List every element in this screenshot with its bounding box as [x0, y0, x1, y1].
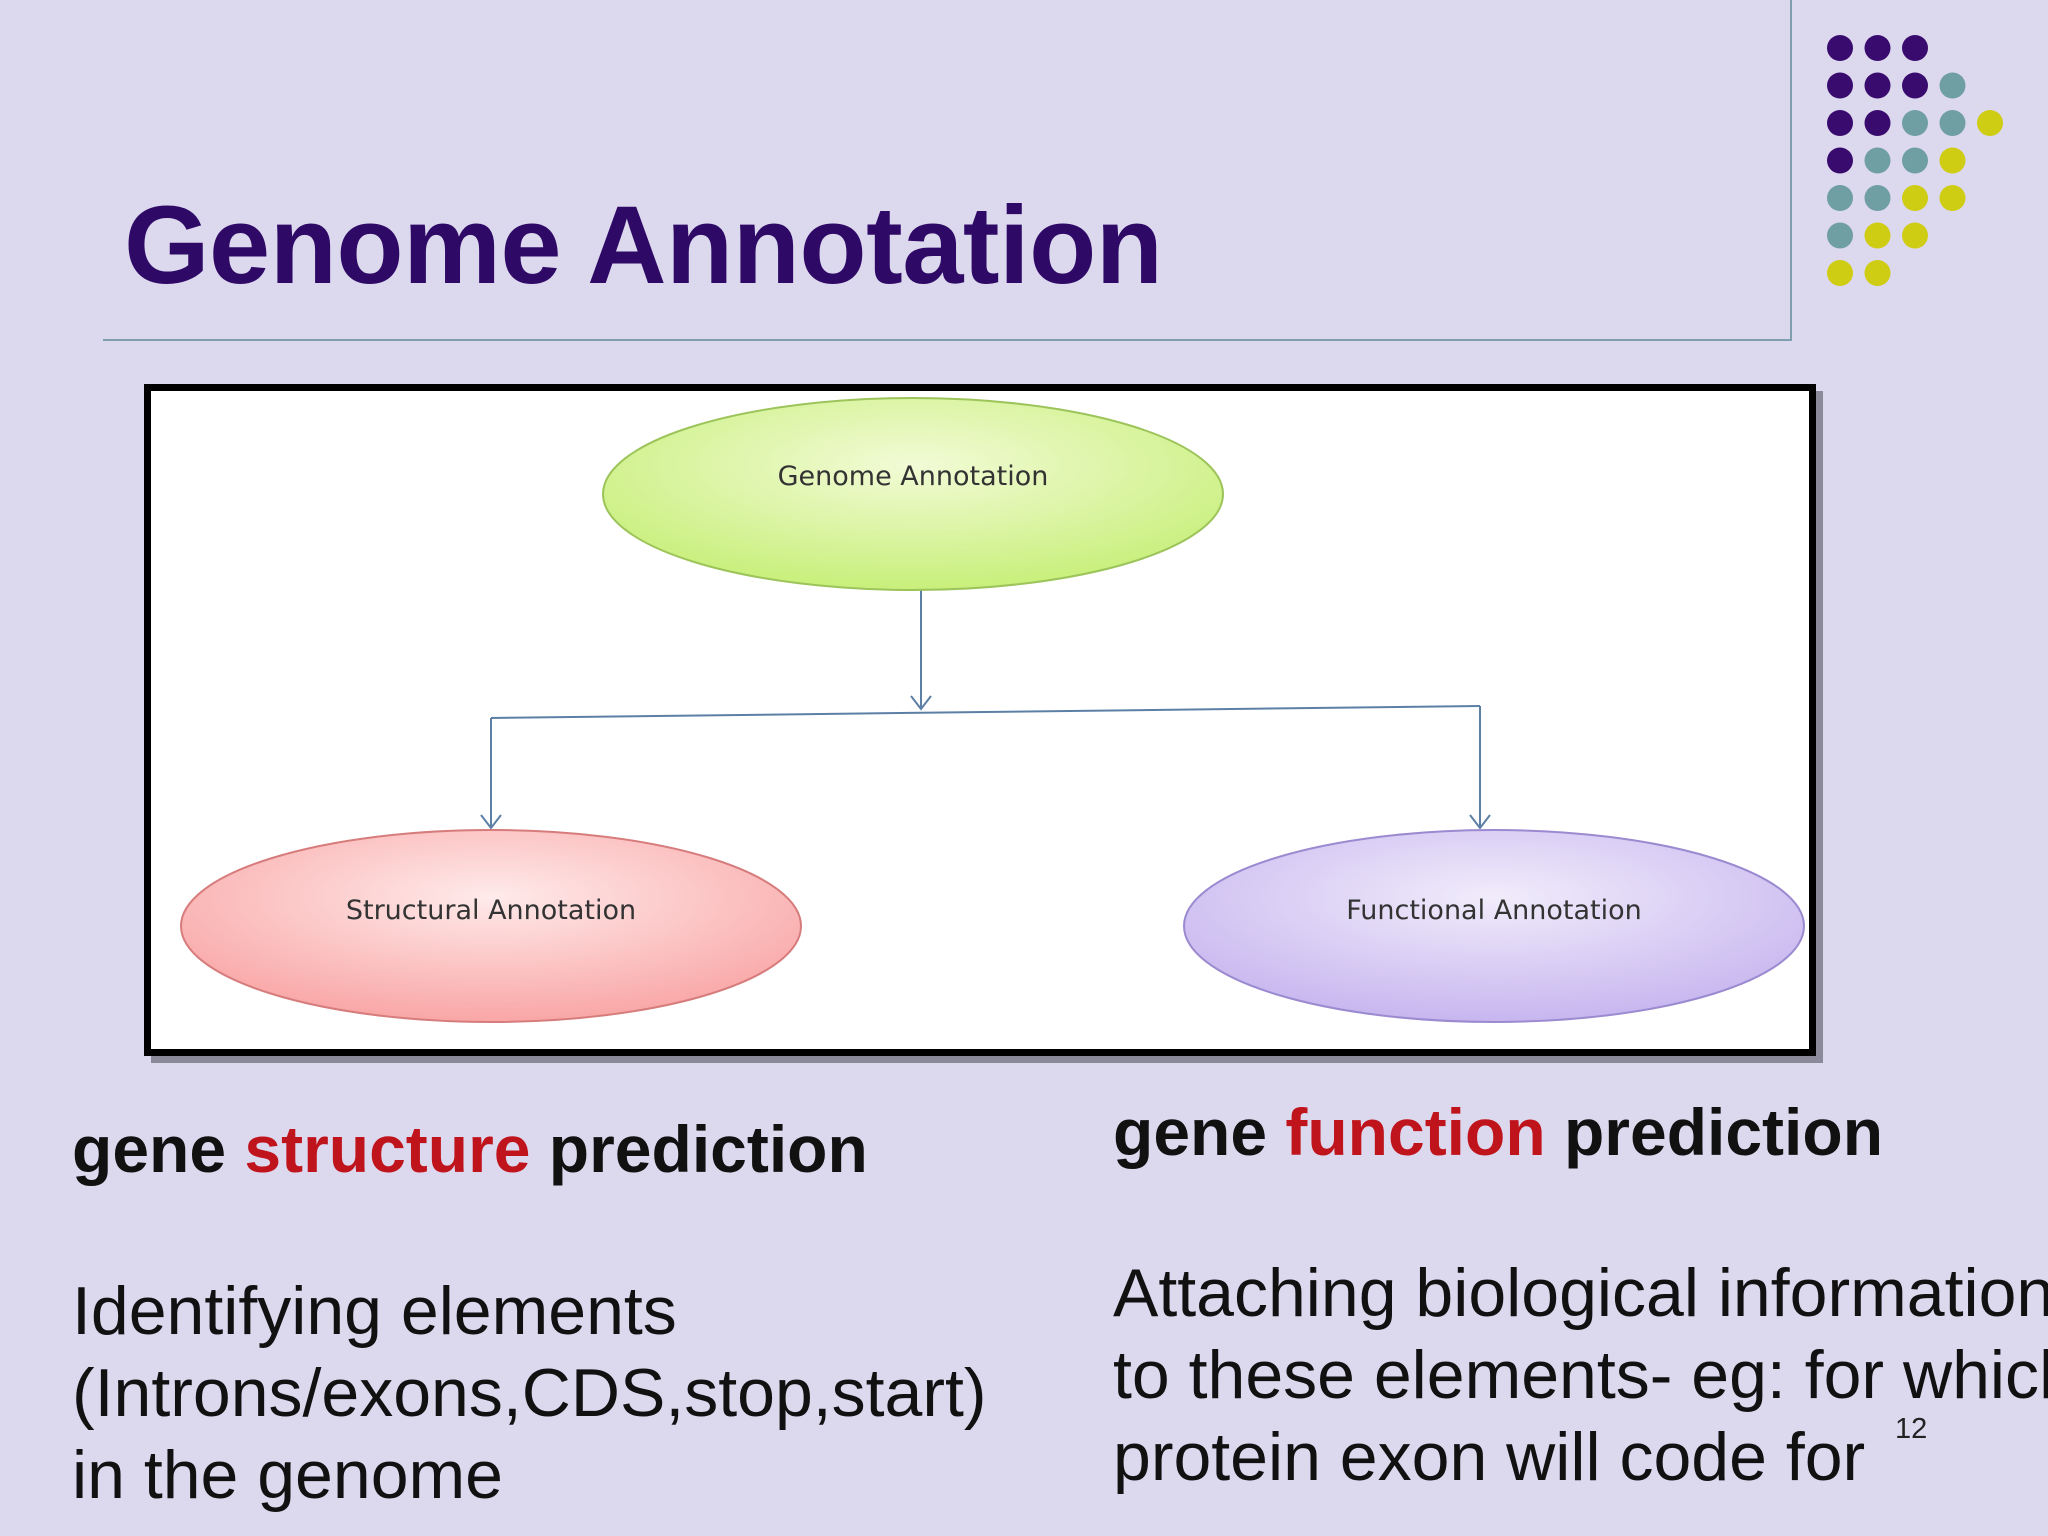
right-body-line: Attaching biological information [1113, 1255, 2048, 1331]
connector-lines [480, 586, 1491, 830]
left-body: Identifying elements (Introns/exons,CDS,… [72, 1270, 987, 1516]
decorative-dot [1864, 110, 1891, 136]
decorative-dot [1902, 147, 1928, 174]
decorative-dot [1902, 72, 1928, 99]
left-body-line: in the genome [72, 1437, 503, 1513]
node-functional-annotation: Functional Annotation [1183, 829, 1805, 1023]
decorative-dot [1939, 147, 1966, 174]
left-body-line: (Introns/exons,CDS,stop,start) [72, 1355, 987, 1431]
decorative-dot [1827, 110, 1853, 136]
right-body: Attaching biological information to thes… [1113, 1252, 2048, 1498]
decorative-dot [1827, 222, 1853, 249]
decorative-dot [1902, 222, 1928, 249]
right-heading-accent: function [1285, 1095, 1546, 1169]
decorative-dot [1977, 110, 2003, 136]
left-heading-accent: structure [244, 1112, 531, 1186]
right-heading-post: prediction [1545, 1095, 1884, 1169]
decorative-dot [1902, 35, 1928, 61]
diagram-canvas: Genome Annotation Structural Annotation … [180, 397, 1805, 1023]
left-body-line: Identifying elements [72, 1273, 677, 1349]
node-label-root: Genome Annotation [778, 461, 1049, 492]
node-label-right: Functional Annotation [1346, 895, 1642, 926]
decorative-dot [1864, 35, 1891, 61]
annotation-diagram: Genome Annotation Structural Annotation … [144, 384, 1816, 1056]
decorative-dot [1939, 110, 1966, 136]
vertical-divider [1790, 0, 1792, 341]
decorative-dot [1864, 72, 1891, 99]
node-label-left: Structural Annotation [346, 895, 636, 926]
decorative-dot [1902, 185, 1928, 211]
right-heading: gene function prediction [1113, 1094, 1883, 1170]
decorative-dot [1902, 110, 1928, 136]
decorative-dot [1939, 72, 1966, 99]
left-heading: gene structure prediction [72, 1111, 868, 1187]
right-body-line: protein exon will code for [1113, 1419, 1866, 1495]
left-heading-pre: gene [72, 1112, 245, 1186]
decorative-dot [1827, 185, 1853, 211]
decorative-dot [1827, 260, 1853, 286]
page-number: 12 [1895, 1413, 1928, 1445]
right-heading-pre: gene [1113, 1095, 1286, 1169]
right-body-line: to these elements- eg: for which [1113, 1337, 2048, 1413]
left-heading-post: prediction [530, 1112, 868, 1186]
decorative-dot [1864, 260, 1891, 286]
decorative-dot [1827, 147, 1853, 174]
decorative-dot [1827, 35, 1853, 61]
decorative-dot [1827, 72, 1853, 99]
title-divider [103, 339, 1792, 341]
slide-title: Genome Annotation [124, 184, 1163, 307]
decorative-dot [1864, 185, 1891, 211]
decorative-dot [1864, 147, 1891, 174]
node-structural-annotation: Structural Annotation [180, 829, 802, 1023]
decorative-dot [1939, 185, 1966, 211]
node-genome-annotation: Genome Annotation [602, 397, 1224, 591]
decorative-dot [1864, 222, 1891, 249]
